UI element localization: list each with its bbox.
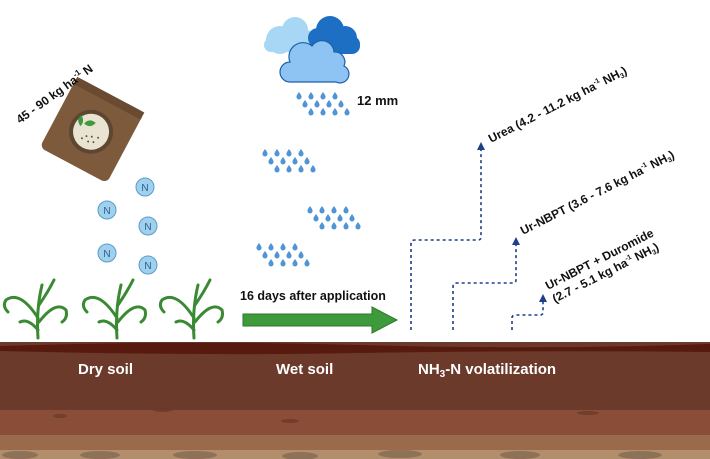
nitrogen-particle-icon: N: [135, 177, 155, 197]
nitrogen-particles: N N N N N: [97, 177, 158, 275]
raindrop-icon: [331, 206, 337, 214]
volatilization-arrows: [410, 150, 544, 330]
raindrop-icon: [338, 100, 344, 108]
svg-text:N: N: [103, 206, 110, 217]
nitrogen-particle-icon: N: [97, 200, 117, 220]
urea-path: [410, 150, 482, 330]
raindrop-icon: [274, 149, 280, 157]
urea-arrowhead-icon: [477, 142, 485, 150]
cloud-icon: [264, 16, 360, 84]
rain-amount-label: 12 mm: [357, 93, 398, 108]
raindrop-icon: [304, 259, 310, 267]
duromide-path: [511, 302, 544, 330]
raindrop-icon: [319, 222, 325, 230]
raindrop-icon: [320, 108, 326, 116]
raindrop-icon: [308, 108, 314, 116]
dry-soil-label: Dry soil: [78, 361, 133, 378]
timeline-label: 16 days after application: [240, 289, 386, 303]
raindrop-icon: [337, 214, 343, 222]
duromide-arrowhead-icon: [539, 294, 547, 302]
soil: Dry soil Wet soil NH3-N volatilization: [0, 342, 710, 459]
raindrop-icon: [314, 100, 320, 108]
raindrop-cluster: [307, 206, 361, 230]
raindrop-icon: [302, 100, 308, 108]
raindrop-icon: [310, 165, 316, 173]
raindrop-icon: [331, 222, 337, 230]
raindrop-icon: [349, 214, 355, 222]
raindrop-icon: [268, 157, 274, 165]
raindrop-icon: [286, 149, 292, 157]
raindrop-icon: [292, 243, 298, 251]
raindrop-cluster: [262, 149, 316, 173]
urnbpt-label: Ur-NBPT (3.6 - 7.6 kg ha-1 NH3): [518, 148, 677, 239]
urnbpt-arrowhead-icon: [512, 237, 520, 245]
plants: [2, 278, 224, 340]
raindrop-icon: [307, 206, 313, 214]
svg-text:N: N: [103, 249, 110, 260]
urea-label: Urea (4.2 - 11.2 kg ha-1 NH3): [486, 63, 630, 146]
raindrop-icon: [256, 243, 262, 251]
raindrop-icon: [313, 214, 319, 222]
raindrop-icon: [343, 222, 349, 230]
urnbpt-path: [452, 244, 517, 330]
raindrop-icon: [286, 251, 292, 259]
raindrop-icon: [320, 92, 326, 100]
raindrop-icon: [326, 100, 332, 108]
raindrop-icon: [304, 157, 310, 165]
raindrop-icon: [292, 259, 298, 267]
nitrogen-particle-icon: N: [97, 243, 117, 263]
plant-icon: [81, 278, 147, 340]
raindrop-icon: [268, 259, 274, 267]
volatilization-label: NH3-N volatilization: [418, 361, 556, 380]
raindrop-icon: [280, 157, 286, 165]
raindrop-icon: [292, 157, 298, 165]
raindrop-icon: [262, 149, 268, 157]
svg-text:N: N: [144, 261, 151, 272]
raindrop-icon: [298, 149, 304, 157]
raindrop-icon: [298, 165, 304, 173]
raindrop-icon: [344, 108, 350, 116]
raindrop-icon: [343, 206, 349, 214]
nitrogen-particle-icon: N: [138, 255, 158, 275]
raindrop-icon: [280, 243, 286, 251]
raindrop-icon: [355, 222, 361, 230]
plant-icon: [2, 278, 68, 340]
raindrop-icon: [296, 92, 302, 100]
raindrop-icon: [280, 259, 286, 267]
raindrop-icon: [298, 251, 304, 259]
raindrops: [256, 92, 361, 267]
raindrop-icon: [286, 165, 292, 173]
raindrop-icon: [332, 92, 338, 100]
raindrop-icon: [325, 214, 331, 222]
raindrop-icon: [268, 243, 274, 251]
raindrop-cluster: [256, 243, 310, 267]
svg-text:N: N: [144, 222, 151, 233]
wet-soil-label: Wet soil: [276, 361, 333, 378]
raindrop-icon: [332, 108, 338, 116]
timeline-arrow-icon: [242, 306, 399, 334]
svg-text:N: N: [141, 183, 148, 194]
raindrop-icon: [274, 251, 280, 259]
raindrop-cluster: [296, 92, 350, 116]
raindrop-icon: [274, 165, 280, 173]
raindrop-icon: [319, 206, 325, 214]
fertilizer-bag-icon: [41, 76, 145, 182]
raindrop-icon: [262, 251, 268, 259]
nitrogen-particle-icon: N: [138, 216, 158, 236]
plant-icon: [158, 278, 224, 340]
raindrop-icon: [308, 92, 314, 100]
